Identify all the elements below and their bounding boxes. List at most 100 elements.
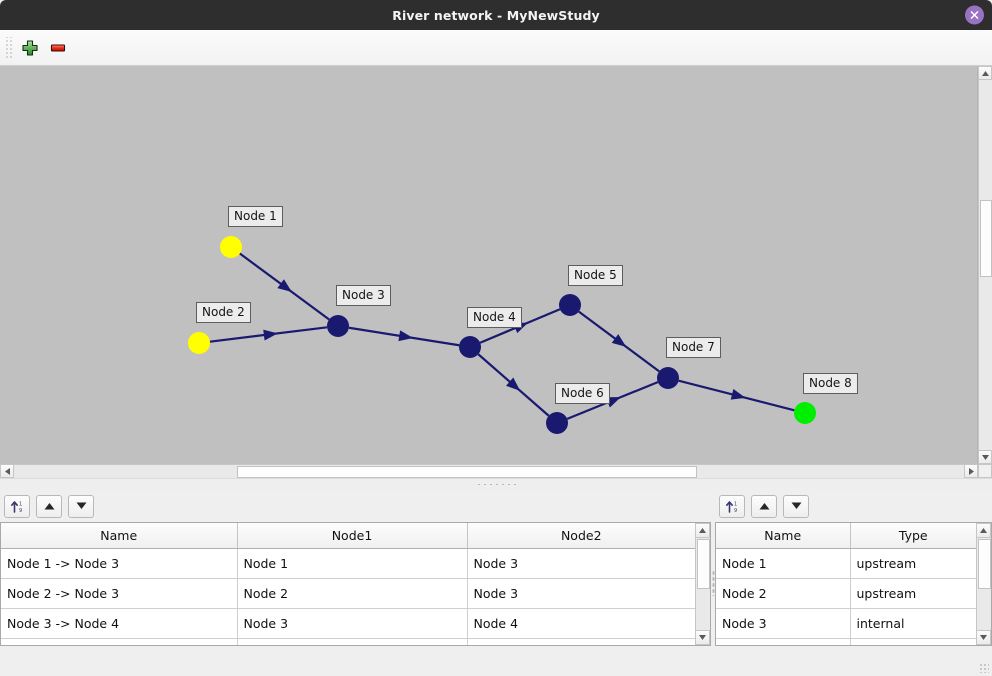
scrollbar-corner — [978, 464, 992, 478]
branch-move-down-button[interactable] — [68, 494, 94, 518]
table-cell[interactable]: Node 5 — [467, 638, 695, 645]
node-marker[interactable] — [559, 294, 581, 316]
table-cell[interactable]: upstream — [850, 578, 976, 609]
canvas-vertical-scrollbar[interactable] — [978, 66, 992, 464]
node-label[interactable]: Node 8 — [803, 373, 858, 394]
node-scroll-thumb[interactable] — [978, 539, 991, 589]
scroll-right-icon[interactable] — [964, 464, 978, 478]
table-cell[interactable]: Node 2 — [716, 578, 851, 609]
scroll-left-icon[interactable] — [0, 464, 14, 478]
node-move-up-button[interactable] — [751, 494, 777, 518]
table-cell[interactable]: Node 4 — [237, 638, 468, 645]
scroll-up-icon[interactable] — [978, 66, 992, 80]
canvas-horizontal-scrollbar[interactable] — [0, 464, 992, 478]
triangle-up-glyph — [699, 528, 706, 533]
close-icon[interactable] — [965, 5, 984, 25]
table-cell[interactable]: Node 3 — [467, 548, 695, 579]
node-marker[interactable] — [546, 412, 568, 434]
node-move-down-button[interactable] — [783, 494, 809, 518]
node-scroll-down-icon[interactable] — [976, 630, 991, 645]
vertical-splitter[interactable] — [711, 490, 715, 676]
node-table-row[interactable]: Node 4internal — [716, 638, 976, 645]
horizontal-splitter[interactable] — [0, 478, 992, 490]
branch-scroll-up-icon[interactable] — [695, 523, 710, 538]
table-cell[interactable]: Node 2 -> Node 3 — [1, 578, 238, 609]
node-label[interactable]: Node 4 — [467, 307, 522, 328]
table-cell[interactable]: Node 3 — [467, 578, 695, 609]
table-cell[interactable]: Node 3 — [237, 608, 468, 639]
branch-scroll-thumb[interactable] — [697, 539, 710, 589]
table-cell[interactable]: Node 1 — [237, 548, 468, 579]
node-marker[interactable] — [188, 332, 210, 354]
delete-node-button[interactable] — [44, 34, 72, 62]
branch-sort-button[interactable]: 1 9 — [4, 494, 30, 518]
node-scroll-up-icon[interactable] — [976, 523, 991, 538]
table-cell[interactable]: Node 1 -> Node 3 — [1, 548, 238, 579]
node-pane-footer — [715, 646, 992, 676]
table-cell[interactable]: internal — [850, 638, 976, 645]
column-header[interactable]: Type — [850, 523, 976, 549]
column-header[interactable]: Node1 — [237, 523, 468, 549]
hscroll-thumb[interactable] — [237, 466, 697, 478]
node-marker[interactable] — [794, 402, 816, 424]
node-marker[interactable] — [657, 367, 679, 389]
table-cell[interactable]: Node 2 — [237, 578, 468, 609]
arrow-down-icon — [76, 502, 86, 509]
table-cell[interactable]: Node 3 -> Node 4 — [1, 608, 238, 639]
vscroll-thumb[interactable] — [980, 200, 992, 277]
column-header[interactable]: Node2 — [467, 523, 695, 549]
table-cell[interactable]: Node 3 — [716, 608, 851, 639]
node-marker[interactable] — [220, 236, 242, 258]
svg-text:9: 9 — [19, 508, 22, 514]
table-cell[interactable]: Node 4 -> Node 5 — [1, 638, 238, 645]
node-label[interactable]: Node 2 — [196, 302, 251, 323]
add-node-button[interactable] — [16, 34, 44, 62]
table-cell[interactable]: upstream — [850, 548, 976, 579]
node-sort-button[interactable]: 1 9 — [719, 494, 745, 518]
column-header[interactable]: Name — [1, 523, 238, 549]
svg-text:1: 1 — [734, 501, 737, 507]
scroll-down-icon[interactable] — [978, 450, 992, 464]
window-titlebar: River network - MyNewStudy — [0, 0, 992, 30]
node-label[interactable]: Node 5 — [568, 265, 623, 286]
toolbar-grip[interactable] — [4, 36, 12, 59]
table-cell[interactable]: Node 4 — [716, 638, 851, 645]
network-canvas[interactable]: Node 1 Node 2 Node 3 Node 4 Node 5 Node 6 Node… — [0, 66, 978, 464]
node-label[interactable]: Node 1 — [228, 206, 283, 227]
table-cell[interactable]: Node 4 — [467, 608, 695, 639]
triangle-up-glyph — [980, 528, 987, 533]
triangle-up-glyph — [981, 70, 989, 76]
table-cell[interactable]: internal — [850, 608, 976, 639]
node-label[interactable]: Node 6 — [555, 383, 610, 404]
branch-move-up-button[interactable] — [36, 494, 62, 518]
column-header[interactable]: Name — [716, 523, 851, 549]
node-label[interactable]: Node 7 — [666, 337, 721, 358]
node-marker[interactable] — [327, 315, 349, 337]
node-table-scrollbar[interactable] — [976, 523, 991, 645]
svg-text:1: 1 — [19, 501, 22, 507]
branch-scroll-down-icon[interactable] — [695, 630, 710, 645]
vertical-splitter-grip-dots — [711, 570, 715, 596]
branch-table-scrollbar[interactable] — [695, 523, 710, 645]
window-resize-grip[interactable] — [979, 663, 989, 673]
diagram-area: Node 1 Node 2 Node 3 Node 4 Node 5 Node 6 Node… — [0, 66, 992, 464]
node-label[interactable]: Node 3 — [336, 285, 391, 306]
table-cell[interactable]: Node 1 — [716, 548, 851, 579]
node-marker[interactable] — [459, 336, 481, 358]
